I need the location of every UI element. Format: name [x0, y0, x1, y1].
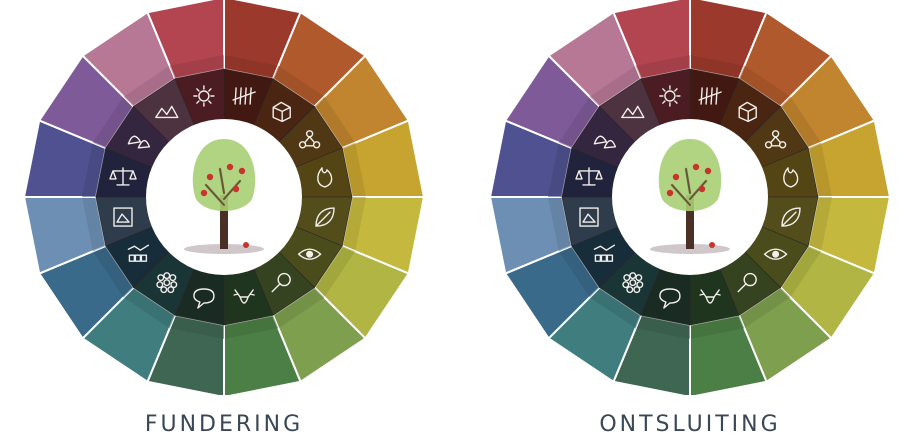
wheel-panel-ontsluiting: ONTSLUITING — [470, 0, 910, 446]
leaf-icon — [781, 207, 801, 227]
sun-icon — [193, 85, 215, 107]
wheel-caption-fundering: FUNDERING — [144, 412, 304, 437]
landscape-icon — [621, 105, 645, 119]
leaf-icon — [315, 207, 335, 227]
chemistry-icon — [298, 130, 321, 149]
deer-head-icon — [699, 289, 721, 304]
magnifier-icon — [737, 272, 757, 293]
apple-tree-illustration — [650, 139, 730, 254]
graph-blocks-icon — [127, 244, 150, 262]
scales-icon — [575, 167, 603, 186]
framed-picture-icon — [113, 207, 133, 227]
seashells-icon — [593, 135, 617, 149]
scales-icon — [109, 167, 137, 186]
tally-marks-icon — [698, 87, 722, 105]
deer-head-icon — [233, 289, 255, 304]
eye-icon — [297, 248, 322, 260]
tally-marks-icon — [232, 87, 256, 105]
graph-blocks-icon — [593, 244, 616, 262]
color-wheel-fundering — [23, 0, 425, 395]
eye-icon — [763, 248, 788, 260]
seashells-icon — [127, 135, 151, 149]
magnifier-icon — [271, 272, 291, 293]
flame-icon — [783, 167, 799, 188]
color-wheel-ontsluiting — [489, 0, 891, 395]
speech-bubble-icon — [193, 288, 215, 309]
speech-bubble-icon — [659, 288, 681, 309]
cells-icon — [622, 272, 644, 294]
apple-tree-illustration — [184, 139, 264, 254]
chemistry-icon — [764, 130, 787, 149]
cube-icon — [272, 101, 291, 123]
wheel-caption-ontsluiting: ONTSLUITING — [599, 412, 781, 437]
sun-icon — [659, 85, 681, 107]
framed-picture-icon — [579, 207, 599, 227]
flame-icon — [317, 167, 333, 188]
cube-icon — [738, 101, 757, 123]
landscape-icon — [155, 105, 179, 119]
wheel-panel-fundering: FUNDERING — [4, 0, 444, 446]
cells-icon — [156, 272, 178, 294]
